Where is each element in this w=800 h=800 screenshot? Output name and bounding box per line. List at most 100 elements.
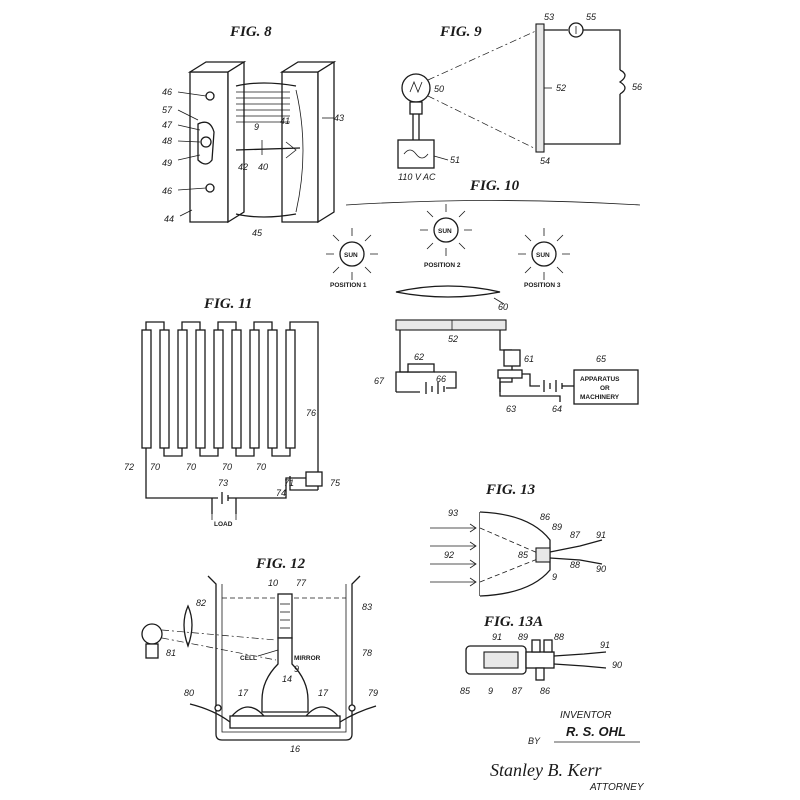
fig11-ref: 70	[256, 462, 266, 472]
fig12-light-ray	[161, 629, 277, 641]
fig13a-ref: 87	[512, 686, 523, 696]
fig12-ref: 10	[268, 578, 278, 588]
figure-9: FIG. 9 51 110 V AC 53 55 50 52 56 54	[397, 12, 642, 182]
fig9-photocell	[535, 23, 545, 153]
fig11-ref: 74	[276, 488, 286, 498]
fig12-light-ray	[161, 637, 277, 661]
fig9-ref: 55	[586, 12, 597, 22]
fig13-title: FIG. 13	[485, 482, 536, 498]
fig12-cell-tube	[277, 593, 293, 639]
fig11-cell-tube	[177, 329, 188, 449]
fig13-ref: 87	[570, 530, 581, 540]
fig13a-cell	[483, 651, 519, 669]
inventor-heading: INVENTOR	[560, 710, 612, 721]
fig10-ref: 62	[414, 352, 424, 362]
fig13a-ref: 89	[518, 632, 528, 642]
fig10-ref: 66	[436, 374, 446, 384]
fig10-ref: 61	[524, 354, 534, 364]
fig13-ref: 93	[448, 508, 458, 518]
fig8-ref: 41	[280, 116, 290, 126]
fig12-ref: 77	[296, 578, 307, 588]
fig8-left-block-side	[227, 60, 245, 224]
fig13-ref: 9	[552, 572, 557, 582]
fig10-apparatus-box	[573, 369, 639, 405]
figure-8: FIG. 8 46 57	[162, 24, 344, 238]
fig11-cell-tube	[267, 329, 278, 449]
fig12-ref: 17	[238, 688, 249, 698]
fig11-cell-tube	[249, 329, 260, 449]
fig8-ref: 45	[252, 228, 263, 238]
fig10-title: FIG. 10	[469, 178, 520, 194]
fig12-base-plate	[229, 715, 341, 729]
fig8-ref: 48	[162, 136, 172, 146]
fig13a-ref: 88	[554, 632, 564, 642]
figure-11: FIG. 11 LOAD	[124, 296, 341, 528]
fig11-cell-tube	[285, 329, 296, 449]
fig8-ref: 47	[162, 120, 173, 130]
fig12-ref: 81	[166, 648, 176, 658]
fig10-contact-62	[407, 363, 435, 373]
fig11-cell-tube	[159, 329, 170, 449]
fig9-source-label: 110 V AC	[398, 172, 436, 182]
fig11-ref: 70	[222, 462, 232, 472]
fig9-light-ray	[427, 29, 539, 81]
fig8-right-block	[281, 71, 319, 223]
fig12-vessel	[207, 575, 361, 741]
fig10-sun-3: SUN	[518, 228, 570, 280]
sun-label: SUN	[536, 252, 550, 259]
fig13-ref: 91	[596, 530, 606, 540]
fig10-ref: 64	[552, 404, 562, 414]
fig10-box-line: APPARATUS	[580, 376, 620, 383]
fig12-ref: 16	[290, 744, 300, 754]
figure-13: FIG. 13 93 86 89 87 91 92 85 88 90 9	[430, 482, 606, 597]
fig12-bulb	[261, 637, 309, 713]
fig11-cell-tube	[231, 329, 242, 449]
fig8-ref: 46	[162, 87, 172, 97]
fig9-ref: 53	[544, 12, 554, 22]
fig13-ref: 89	[552, 522, 562, 532]
fig12-ref: 82	[196, 598, 206, 608]
fig13a-ref: 91	[600, 640, 610, 650]
fig13a-ref: 86	[540, 686, 550, 696]
fig8-ref: 46	[162, 186, 172, 196]
fig13-ref: 90	[596, 564, 606, 574]
fig11-cell-tube	[195, 329, 206, 449]
fig12-ref: 79	[368, 688, 378, 698]
fig10-box-line: MACHINERY	[580, 394, 620, 401]
inventor-block: INVENTOR R. S. OHL BY Stanley B. Kerr AT…	[490, 710, 645, 793]
fig12-cell-label: CELL	[240, 655, 257, 662]
fig8-ref: 42	[238, 162, 248, 172]
fig10-lens	[395, 285, 501, 298]
fig12-support	[230, 706, 266, 717]
fig10-ref: 65	[596, 354, 607, 364]
fig9-ref: 56	[632, 82, 642, 92]
fig8-ref: 40	[258, 162, 268, 172]
fig8-screw-hole	[205, 183, 215, 193]
fig11-ref: 72	[124, 462, 134, 472]
fig8-curved-mirror	[295, 89, 304, 213]
inventor-name: R. S. OHL	[566, 724, 626, 739]
fig13a-ref: 91	[492, 632, 502, 642]
fig12-ref: 80	[184, 688, 194, 698]
fig11-ref: 71	[284, 478, 294, 488]
fig10-sun-1: SUN	[326, 228, 378, 280]
fig8-right-block-side	[317, 60, 335, 224]
fig10-position: POSITION 1	[330, 282, 367, 289]
fig8-title: FIG. 8	[229, 24, 272, 40]
sun-label: SUN	[438, 228, 452, 235]
fig12-ref: 83	[362, 602, 372, 612]
fig12-ref: 9	[294, 664, 299, 674]
fig11-load-label: LOAD	[214, 521, 233, 528]
fig8-screw-hole	[205, 91, 215, 101]
fig13a-ref: 90	[612, 660, 622, 670]
fig8-panel-top	[235, 82, 297, 87]
fig12-ref: 14	[282, 674, 292, 684]
fig10-ref: 52	[448, 334, 458, 344]
fig8-ref: 44	[164, 214, 174, 224]
fig11-ref: 73	[218, 478, 228, 488]
fig10-ref: 60	[498, 302, 508, 312]
fig13a-cap	[525, 651, 555, 669]
fig12-ref: 17	[318, 688, 329, 698]
fig9-lamp-base	[409, 101, 423, 115]
fig8-ref: 57	[162, 105, 173, 115]
